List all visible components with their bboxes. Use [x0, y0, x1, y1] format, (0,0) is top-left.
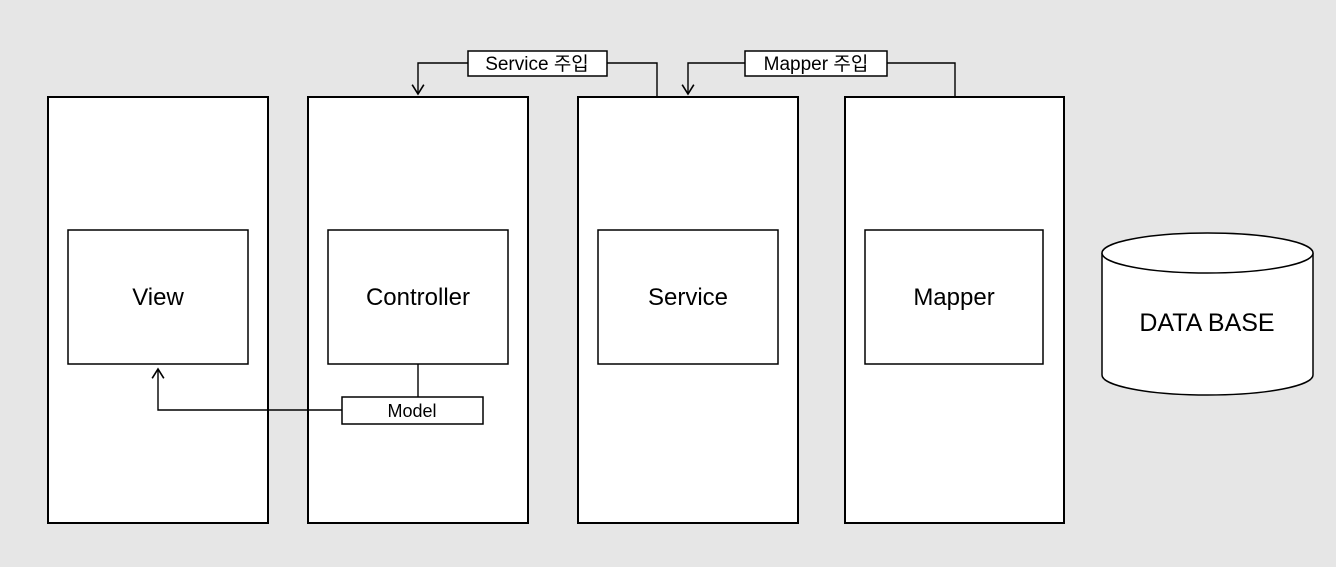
service-injection-annotation: Service 주입 — [467, 50, 608, 77]
service-injection-box — [467, 50, 608, 77]
mapper-node: Mapper — [864, 229, 1044, 365]
controller-node: Controller — [327, 229, 509, 365]
mapper-node-box — [864, 229, 1044, 365]
mapper-injection-arrow-to-service — [681, 62, 745, 96]
service-node: Service — [597, 229, 779, 365]
model-node: Model — [341, 396, 484, 425]
database-cylinder: DATA BASE — [1101, 232, 1314, 396]
mapper-node-label: Mapper — [913, 284, 994, 311]
model-to-view-arrow — [151, 367, 342, 411]
database-label: DATA BASE — [1139, 309, 1274, 337]
mapper-injection-line-from-mapper — [887, 62, 956, 97]
database-cylinder-body — [1101, 253, 1314, 396]
service-injection-line-from-service — [607, 62, 658, 97]
mapper-injection-box — [744, 50, 888, 77]
service-node-label: Service — [648, 284, 728, 311]
service-node-box — [597, 229, 779, 365]
view-node-box — [67, 229, 249, 365]
view-node: View — [67, 229, 249, 365]
service-injection-arrow-to-controller — [411, 62, 468, 96]
model-node-box — [341, 396, 484, 425]
mapper-injection-annotation: Mapper 주입 — [744, 50, 888, 77]
controller-node-label: Controller — [366, 284, 470, 311]
model-node-label: Model — [387, 401, 436, 421]
controller-node-box — [327, 229, 509, 365]
mapper-injection-label: Mapper 주입 — [764, 53, 869, 75]
service-injection-label: Service 주입 — [485, 53, 589, 75]
database-cylinder-top — [1101, 232, 1314, 274]
view-node-label: View — [132, 284, 184, 311]
